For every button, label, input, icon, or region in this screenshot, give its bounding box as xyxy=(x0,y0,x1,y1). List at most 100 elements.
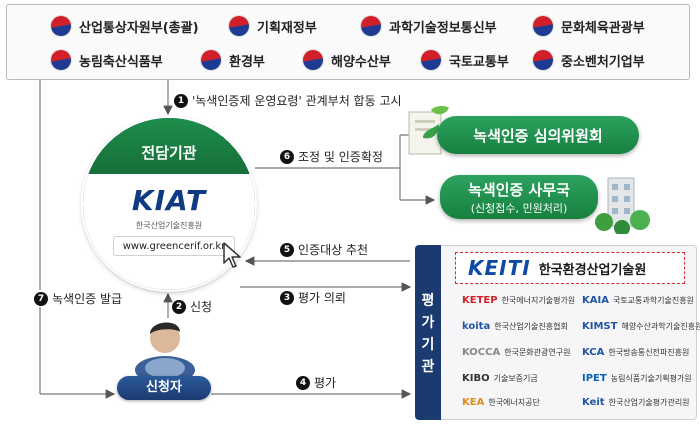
eval-org-item: KEA 한국에너지공단 xyxy=(462,397,540,408)
kiat-logo: KIAT xyxy=(131,184,207,217)
step-7-label: 7 녹색인증 발급 xyxy=(34,290,125,307)
org-name: 한국에너지기술평가원 xyxy=(501,296,576,305)
kiat-subtitle: 한국산업기술진흥원 xyxy=(135,221,203,230)
ministry-label: 농림축산식품부 xyxy=(79,54,163,70)
org-mark: KIMST xyxy=(582,321,618,332)
agency-title: 전담기관 xyxy=(141,144,197,162)
ministry-item: 산업통상자원부(총괄) xyxy=(51,13,199,39)
step-number-badge: 1 xyxy=(174,93,188,108)
org-mark: koita xyxy=(462,321,491,332)
step-text: 녹색인증 발급 xyxy=(52,292,123,306)
ministry-label: 기획재정부 xyxy=(257,20,317,36)
office-title: 녹색인증 사무국 xyxy=(468,180,570,199)
org-mark: KOCCA xyxy=(462,347,501,358)
evaluation-sidebar xyxy=(415,245,441,420)
step-text: 조정 및 인증확정 xyxy=(298,150,383,164)
agency-header xyxy=(83,118,255,174)
taeguk-emblem-icon xyxy=(361,16,381,36)
ministry-item: 국토교통부 xyxy=(421,47,509,73)
org-mark: KCA xyxy=(582,347,605,358)
committee-label: 녹색인증 심의위원회 xyxy=(473,126,603,145)
org-name: 한국산업기술진흥협회 xyxy=(494,322,568,331)
taeguk-emblem-icon xyxy=(229,16,249,36)
ministry-item: 기획재정부 xyxy=(229,13,317,39)
org-mark: Keit xyxy=(582,397,605,408)
ministry-label: 산업통상자원부(총괄) xyxy=(79,20,199,36)
eval-org-item: KAIA 국토교통과학기술진흥원 xyxy=(582,295,694,306)
eval-org-item: IPET 농림식품기술기획평가원 xyxy=(582,373,692,384)
step-text: 신청 xyxy=(190,300,213,314)
eval-org-item: Keit 한국산업기술평가관리원 xyxy=(582,397,690,408)
ministry-label: 해양수산부 xyxy=(331,54,391,70)
step-3-label: 3 평가 의뢰 xyxy=(280,289,346,306)
ministry-label: 과학기술정보통신부 xyxy=(389,20,497,36)
ministry-item: 문화체육관광부 xyxy=(533,13,645,39)
step-number-badge: 2 xyxy=(172,299,186,314)
ministry-panel: 산업통상자원부(총괄) 기획재정부 과학기술정보통신부 문화체육관광부 농림축산… xyxy=(6,4,690,80)
step-text: 평가 xyxy=(314,376,337,390)
org-mark: KIBO xyxy=(462,373,490,384)
ministry-label: 환경부 xyxy=(229,54,265,70)
evaluation-label: 평가기관 xyxy=(415,290,441,378)
committee-pill: 녹색인증 심의위원회 xyxy=(437,116,639,154)
applicant-person-icon xyxy=(135,322,195,378)
office-pill: 녹색인증 사무국 (신청접수, 민원처리) xyxy=(440,175,598,219)
evaluation-label-text: 평가기관 xyxy=(421,293,435,375)
org-name: 해양수산과학기술진흥원 xyxy=(621,322,700,331)
org-mark: KEA xyxy=(462,397,485,408)
step-6-label: 6 조정 및 인증확정 xyxy=(280,148,383,165)
agency-url-link[interactable]: www.greencerif.or.kr xyxy=(113,236,235,256)
step-number-badge: 4 xyxy=(296,375,310,390)
ministry-item: 과학기술정보통신부 xyxy=(361,13,497,39)
applicant-pill: 신청자 xyxy=(117,376,211,400)
org-name: 한국문화관광연구원 xyxy=(504,348,571,357)
taeguk-emblem-icon xyxy=(303,50,323,70)
org-name: 한국에너지공단 xyxy=(488,398,540,407)
step-number-badge: 5 xyxy=(280,242,294,257)
step-text: 평가 의뢰 xyxy=(298,291,346,305)
green-building-icon xyxy=(595,177,650,234)
step-2-label: 2 신청 xyxy=(172,298,212,315)
step-number-badge: 7 xyxy=(34,291,48,306)
ministry-label: 국토교통부 xyxy=(449,54,509,70)
org-mark: KAIA xyxy=(582,295,609,306)
org-name: 농림식품기술기획평가원 xyxy=(610,374,692,383)
eval-org-item: KIBO 기술보증기금 xyxy=(462,373,538,384)
step-text: 인증대상 추천 xyxy=(298,243,369,257)
keiti-lead-box: KEITI 한국환경산업기술원 xyxy=(455,252,685,284)
eval-org-item: KCA 한국방송통신전파진흥원 xyxy=(582,347,689,358)
step-number-badge: 3 xyxy=(280,290,294,305)
ministry-label: 중소벤처기업부 xyxy=(561,54,645,70)
taeguk-emblem-icon xyxy=(421,50,441,70)
org-mark: KETEP xyxy=(462,295,498,306)
cursor-icon xyxy=(223,242,241,268)
keiti-logo: KEITI xyxy=(468,256,531,280)
step-1-label: 1 '녹색인증제 운영요령' 관계부처 합동 고시 xyxy=(174,92,402,109)
office-subtitle: (신청접수, 민원처리) xyxy=(470,201,568,215)
ministry-label: 문화체육관광부 xyxy=(561,20,645,36)
ministry-item: 환경부 xyxy=(201,47,265,73)
step-number-badge: 6 xyxy=(280,149,294,164)
eval-org-item: KIMST 해양수산과학기술진흥원 xyxy=(582,321,700,332)
org-mark: IPET xyxy=(582,373,607,384)
certificate-icon xyxy=(408,106,449,155)
taeguk-emblem-icon xyxy=(533,16,553,36)
agency-body: KIAT 한국산업기술진흥원 xyxy=(83,174,255,290)
eval-org-item: koita 한국산업기술진흥협회 xyxy=(462,321,568,332)
org-name: 기술보증기금 xyxy=(493,374,538,383)
step-4-label: 4 평가 xyxy=(296,374,336,391)
org-name: 한국산업기술평가관리원 xyxy=(608,398,690,407)
org-name: 한국방송통신전파진흥원 xyxy=(608,348,690,357)
ministry-item: 해양수산부 xyxy=(303,47,391,73)
ministry-item: 농림축산식품부 xyxy=(51,47,163,73)
org-name: 국토교통과학기술진흥원 xyxy=(612,296,694,305)
ministry-item: 중소벤처기업부 xyxy=(533,47,645,73)
keiti-name: 한국환경산업기술원 xyxy=(538,262,647,278)
taeguk-emblem-icon xyxy=(201,50,221,70)
eval-org-item: KETEP 한국에너지기술평가원 xyxy=(462,295,575,306)
step-text: '녹색인증제 운영요령' 관계부처 합동 고시 xyxy=(192,94,402,108)
taeguk-emblem-icon xyxy=(533,50,553,70)
taeguk-emblem-icon xyxy=(51,50,71,70)
taeguk-emblem-icon xyxy=(51,16,71,36)
